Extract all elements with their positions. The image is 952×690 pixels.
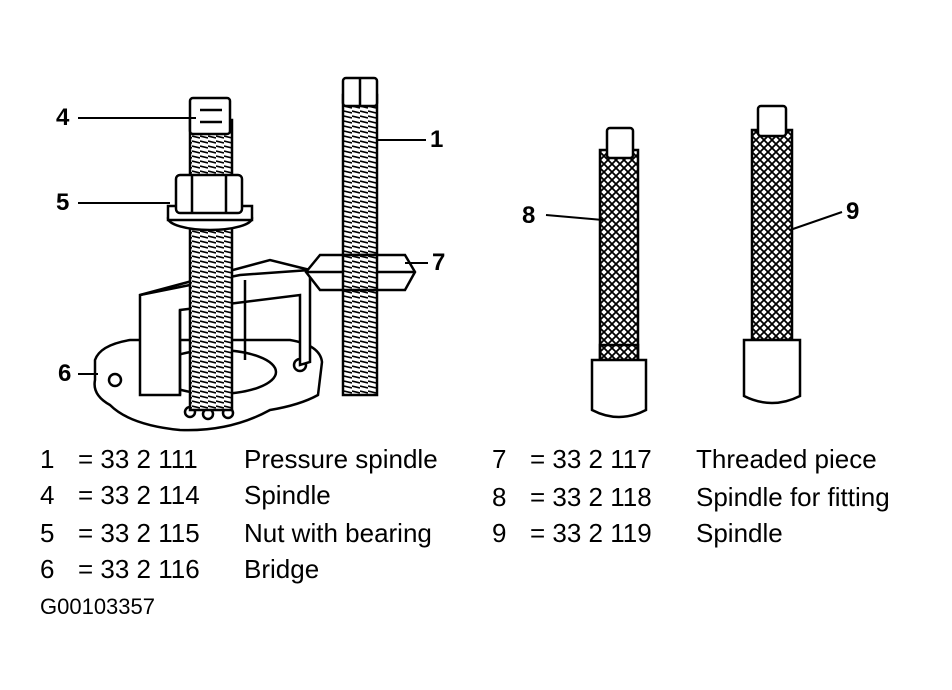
spindle-9-part (742, 104, 802, 405)
legend-number: 6 (40, 554, 55, 584)
legend-part-name: Threaded piece (696, 444, 877, 474)
legend-row: 9 = 33 2 119 Spindle (492, 518, 932, 548)
callout-4: 4 (56, 104, 70, 131)
callout-8: 8 (522, 202, 536, 229)
legend-part-code: = 33 2 114 (78, 480, 200, 510)
legend-part-code: = 33 2 111 (78, 444, 198, 474)
legend-number: 8 (492, 482, 507, 512)
legend-number: 5 (40, 518, 55, 548)
tool-set-illustration (78, 76, 843, 432)
legend-part-name: Spindle (696, 518, 783, 548)
legend-row: 4 = 33 2 114 Spindle (40, 480, 470, 510)
threaded-piece-part (304, 253, 417, 292)
legend-number: 4 (40, 480, 55, 510)
nut-with-bearing-part (166, 173, 254, 232)
legend-part-name: Pressure spindle (244, 444, 438, 474)
legend-row: 6 = 33 2 116 Bridge (40, 554, 470, 584)
legend-part-code: = 33 2 118 (530, 482, 652, 512)
legend-part-code: = 33 2 117 (530, 444, 652, 474)
spindle-for-fitting-part (590, 126, 648, 419)
legend-part-name: Spindle (244, 480, 331, 510)
pressure-spindle-part (341, 76, 379, 397)
callout-6: 6 (58, 360, 72, 387)
legend-part-name: Spindle for fitting (696, 482, 890, 512)
legend-row: 7 = 33 2 117 Threaded piece (492, 444, 932, 474)
figure-id: G00103357 (40, 594, 155, 619)
callout-1: 1 (430, 126, 444, 153)
callout-7: 7 (432, 249, 446, 276)
legend-number: 7 (492, 444, 507, 474)
legend-row: 5 = 33 2 115 Nut with bearing (40, 518, 470, 548)
callout-9: 9 (846, 198, 860, 225)
legend-part-name: Nut with bearing (244, 518, 432, 548)
legend-part-code: = 33 2 115 (78, 518, 200, 548)
legend-number: 1 (40, 444, 55, 474)
legend-part-code: = 33 2 116 (78, 554, 200, 584)
callout-5: 5 (56, 189, 70, 216)
legend-row: 8 = 33 2 118 Spindle for fitting (492, 482, 932, 512)
legend-part-name: Bridge (244, 554, 320, 584)
legend-row: 1 = 33 2 111 Pressure spindle (40, 444, 470, 474)
legend-number: 9 (492, 518, 507, 548)
spindle-4-part (188, 96, 234, 412)
legend-part-code: = 33 2 119 (530, 518, 652, 548)
